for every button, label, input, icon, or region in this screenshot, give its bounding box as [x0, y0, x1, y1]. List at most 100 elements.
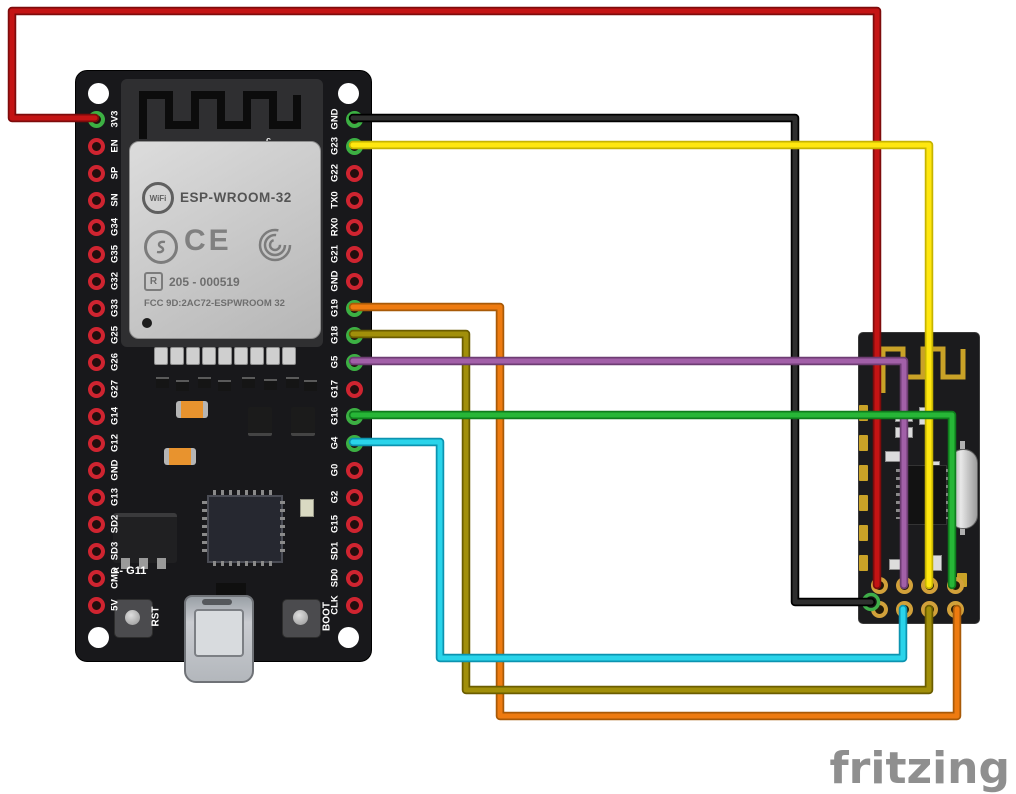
nrf-pin-r1c1[interactable]: [870, 576, 888, 594]
esp32-pin-5v[interactable]: [87, 596, 105, 614]
esp32-pin-gnd[interactable]: [345, 272, 363, 290]
esp32-pin-label-g23: G23: [329, 137, 341, 155]
wire-gnd-black[interactable]: [348, 113, 876, 607]
esp32-pin-g35[interactable]: [87, 245, 105, 263]
esp32-pin-sd3[interactable]: [87, 542, 105, 560]
chip-pins: [202, 501, 207, 553]
esp32-pin-label-g0: G0: [329, 463, 341, 477]
rst-button-cap[interactable]: [125, 610, 140, 625]
usb-uart-chip: [207, 495, 283, 563]
ce-mark: CE: [184, 224, 232, 257]
voltage-regulator: [113, 513, 177, 563]
esp32-pin-g21[interactable]: [345, 245, 363, 263]
registration-number: 205 - 000519: [169, 274, 240, 289]
boot-button-cap[interactable]: [293, 610, 308, 625]
esp32-pin-en[interactable]: [87, 137, 105, 155]
esp32-pin-g27[interactable]: [87, 380, 105, 398]
esp32-pin-g2[interactable]: [345, 488, 363, 506]
esp32-pin-g33[interactable]: [87, 299, 105, 317]
esp32-pin-g32[interactable]: [87, 272, 105, 290]
smd-component: [885, 451, 903, 462]
rst-button[interactable]: [114, 599, 153, 638]
wire-g18-olive[interactable]: [348, 329, 934, 695]
esp32-pin-sn[interactable]: [87, 191, 105, 209]
capacitor: [164, 448, 196, 465]
esp32-pin-g22[interactable]: [345, 164, 363, 182]
chip-pins: [280, 501, 285, 553]
nrf-edge-pad: [859, 495, 868, 511]
transistor: [248, 407, 272, 436]
esp32-pin-sd0[interactable]: [345, 569, 363, 587]
cert-mark-icon: [144, 230, 178, 264]
esp32-pin-label-g18: G18: [329, 326, 341, 344]
smd-component: [156, 377, 169, 388]
transistor: [291, 407, 315, 436]
esp32-pin-label-cmd: CMD: [109, 567, 121, 589]
esp32-pin-label-g35: G35: [109, 245, 121, 263]
esp32-pin-g25[interactable]: [87, 326, 105, 344]
smd-component: [264, 379, 277, 390]
nrf-pin-r2c3[interactable]: [920, 600, 938, 618]
esp32-pin-sd2[interactable]: [87, 515, 105, 533]
nrf24l01-module[interactable]: [858, 332, 980, 624]
wire-g23-yellow[interactable]: [348, 140, 934, 590]
nrf-pin-r1c4[interactable]: [946, 576, 964, 594]
esp32-pin-g14[interactable]: [87, 407, 105, 425]
esp32-board[interactable]: c WiFi ESP-WROOM-32 CE R 205 - 000519 FC…: [75, 70, 372, 683]
nrf-pin-r2c4[interactable]: [946, 600, 964, 618]
esp32-pin-gnd[interactable]: [87, 461, 105, 479]
esp32-pin-sd1[interactable]: [345, 542, 363, 560]
smd-component: [218, 380, 231, 391]
micro-usb-connector: [184, 595, 254, 683]
nrf-pin-r2c1[interactable]: [870, 600, 888, 618]
esp32-pin-label-g17: G17: [329, 380, 341, 398]
esp32-pin-g12[interactable]: [87, 434, 105, 452]
esp32-pin-g26[interactable]: [87, 353, 105, 371]
smd-component: [286, 377, 299, 388]
esp32-pin-label-rx0: RX0: [329, 217, 341, 237]
esp32-pin-gnd[interactable]: [345, 110, 363, 128]
esp32-pin-g13[interactable]: [87, 488, 105, 506]
esp32-pin-g34[interactable]: [87, 218, 105, 236]
smd-component: [895, 411, 913, 422]
wifi-logo: WiFi: [142, 182, 174, 214]
crystal-leg: [960, 527, 965, 535]
nrf-pin-r1c2[interactable]: [895, 576, 913, 594]
wire-g5-purple[interactable]: [348, 356, 909, 590]
r-mark: R: [144, 272, 163, 291]
usb-slot: [202, 599, 232, 605]
esp32-pin-clk[interactable]: [345, 596, 363, 614]
esp32-pin-cmd[interactable]: [87, 569, 105, 587]
esp32-pin-sp[interactable]: [87, 164, 105, 182]
esp32-pin-g5[interactable]: [345, 353, 363, 371]
smd-component: [889, 559, 905, 570]
nrf-pin-r2c2[interactable]: [895, 600, 913, 618]
esp32-pin-g23[interactable]: [345, 137, 363, 155]
smd-component: [304, 380, 317, 391]
esp32-pin-g4[interactable]: [345, 434, 363, 452]
crystal-oscillator: [949, 449, 978, 529]
usb-shell: [194, 609, 244, 657]
esp32-pin-rx0[interactable]: [345, 218, 363, 236]
boot-button[interactable]: [282, 599, 321, 638]
module-model-text: ESP-WROOM-32: [180, 190, 292, 205]
esp32-pin-3v3[interactable]: [87, 110, 105, 128]
esp32-pin-label-tx0: TX0: [329, 191, 341, 209]
smd-component: [919, 407, 930, 425]
esp32-pin-g0[interactable]: [345, 461, 363, 479]
esp32-pin-label-sd2: SD2: [109, 514, 121, 534]
esp32-pin-tx0[interactable]: [345, 191, 363, 209]
esp32-pin-g15[interactable]: [345, 515, 363, 533]
esp32-pin-label-g25: G25: [109, 326, 121, 344]
module-pad: [282, 347, 296, 365]
esp32-pin-label-g4: G4: [329, 436, 341, 450]
module-pad: [250, 347, 264, 365]
wire-g4-cyan[interactable]: [348, 437, 908, 663]
esp32-pin-g17[interactable]: [345, 380, 363, 398]
metal-shield: WiFi ESP-WROOM-32 CE R 205 - 000519 FCC …: [129, 141, 321, 339]
esp32-pin-g19[interactable]: [345, 299, 363, 317]
esp32-pin-g18[interactable]: [345, 326, 363, 344]
esp32-pin-g16[interactable]: [345, 407, 363, 425]
module-pad: [170, 347, 184, 365]
nrf-pin-r1c3[interactable]: [920, 576, 938, 594]
